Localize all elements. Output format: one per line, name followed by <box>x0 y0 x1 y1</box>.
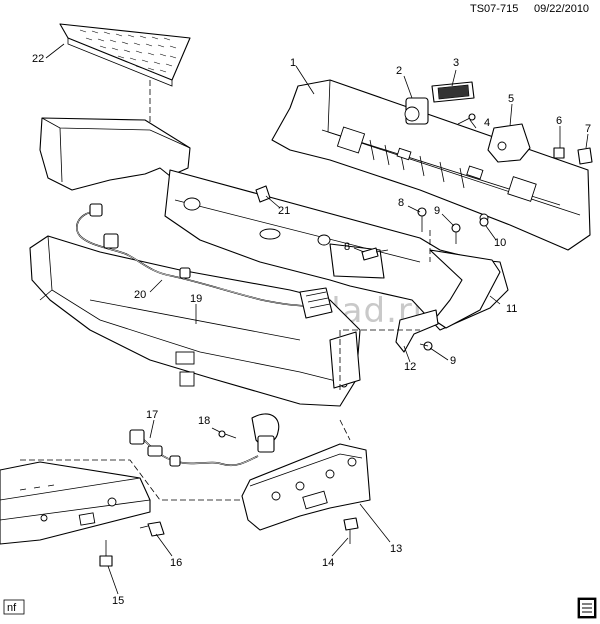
callout-1: 1 <box>290 57 296 69</box>
callout-leaders <box>45 43 589 595</box>
diagram-code: TS07-715 <box>470 3 518 15</box>
callout-3: 3 <box>453 57 459 69</box>
mounting-bracket-part <box>241 443 371 531</box>
callout-20: 20 <box>134 289 146 301</box>
dash-leader-b <box>20 459 240 501</box>
callout-10: 10 <box>494 237 506 249</box>
callout-16: 16 <box>170 557 182 569</box>
screw-18-part <box>218 430 237 439</box>
bolt-9-lower-part <box>419 341 433 351</box>
bumper-bar-part <box>29 235 361 407</box>
callout-9-upper: 9 <box>434 205 440 217</box>
callout-4: 4 <box>484 117 490 129</box>
bolt-8-upper-part <box>417 207 427 232</box>
callout-13: 13 <box>390 543 402 555</box>
callout-18: 18 <box>198 415 210 427</box>
step-pad-part <box>59 23 191 87</box>
callout-19: 19 <box>190 293 202 305</box>
callout-9-lower: 9 <box>450 355 456 367</box>
callout-7: 7 <box>585 123 591 135</box>
nut-6-part <box>553 147 565 159</box>
callout-12: 12 <box>404 361 416 373</box>
wiring-harness-part <box>76 203 333 319</box>
callout-5: 5 <box>508 93 514 105</box>
dash-leader-c <box>339 419 351 441</box>
nut-10-part <box>479 217 489 227</box>
frame-rail-part <box>0 461 151 545</box>
callout-21: 21 <box>278 205 290 217</box>
callout-8-upper: 8 <box>398 197 404 209</box>
nf-badge: nf <box>3 599 25 615</box>
diagram-date: 09/22/2010 <box>534 3 589 15</box>
bolt-15-part <box>99 540 113 567</box>
callout-2: 2 <box>396 65 402 77</box>
callout-15: 15 <box>112 595 124 607</box>
callout-22: 22 <box>32 53 44 65</box>
pad-part <box>431 81 475 103</box>
bolt-16-part <box>139 521 165 537</box>
end-cap-right-part <box>429 249 501 329</box>
callout-8-lower: 8 <box>344 241 350 253</box>
bumper-end-cap-left <box>39 117 191 191</box>
sensor-part <box>404 97 429 125</box>
callout-17: 17 <box>146 409 158 421</box>
screw-4-part <box>457 113 476 125</box>
bracket-5-part <box>487 123 531 163</box>
trailer-harness-part <box>129 413 280 467</box>
bolt-8-lower-part <box>361 247 389 261</box>
bolt-9-upper-part <box>451 223 461 244</box>
nut-7-part <box>577 147 593 165</box>
callout-6: 6 <box>556 115 562 127</box>
callout-14: 14 <box>322 557 334 569</box>
nf-badge-label: nf <box>7 602 17 614</box>
callout-11: 11 <box>506 303 517 315</box>
clip-21-part <box>255 185 271 203</box>
dash-leader-a <box>339 329 420 390</box>
bolt-14-part <box>343 517 359 544</box>
gm-logo-icon <box>577 597 597 619</box>
bracket-12-part <box>395 309 439 353</box>
